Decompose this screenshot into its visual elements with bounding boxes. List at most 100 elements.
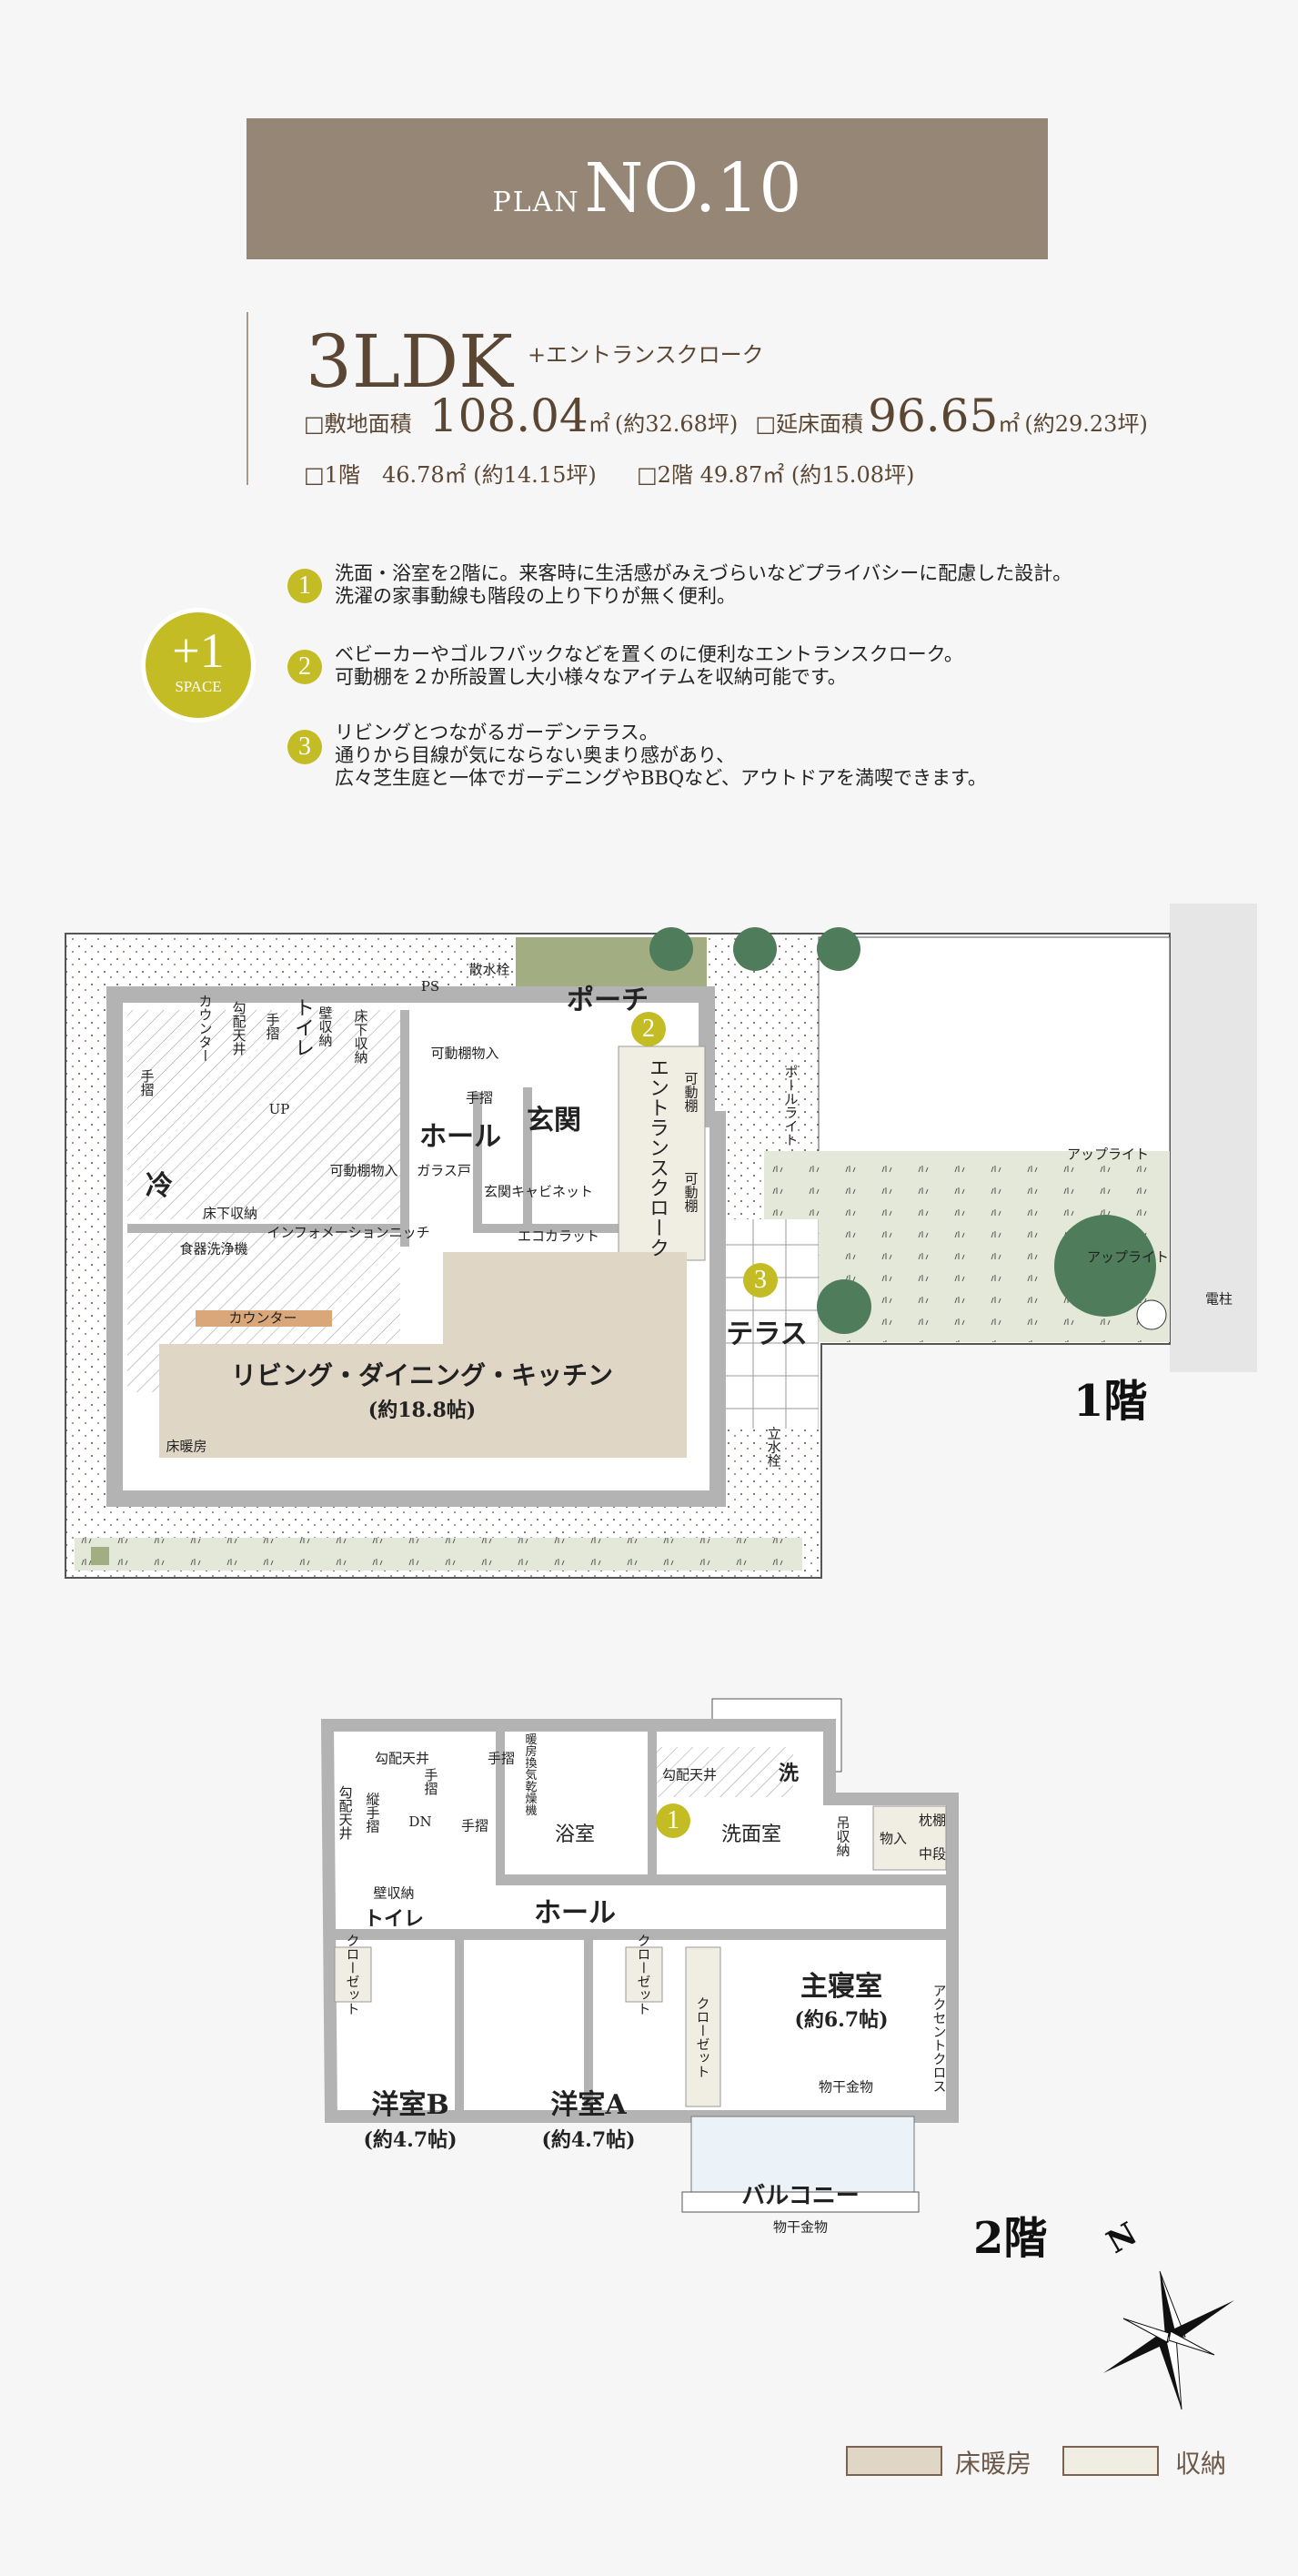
room-terrace: テラス [726,1318,808,1350]
closet: クローゼット [635,1934,652,2015]
floor-area-label: □延床面積 [755,411,864,437]
legend-swatch-floor-heating [846,2446,942,2476]
uplight: アップライト [1066,1146,1150,1163]
room-toilet-2f: トイレ [363,1907,425,1931]
underfloor-storage: 床下収納 [352,1009,369,1064]
room-toilet: トイレ [291,997,314,1057]
room-hall-2f: ホール [534,1897,616,1929]
closet-storage: 物入 [879,1830,908,1847]
area-line: □敷地面積 108.04㎡ (約32.68坪) □延床面積 96.65㎡ (約2… [304,389,1148,442]
vertical-handrail: 縦手摺 [364,1792,381,1834]
ps: PS [420,978,440,995]
shelf-top: 枕棚 [918,1812,947,1829]
faucet: 立水栓 [765,1426,782,1468]
drying-hardware: 物干金物 [772,2218,829,2236]
site-area-tsubo: (約32.68坪) [614,411,739,437]
shelf: 可動棚 [682,1171,699,1213]
room-washroom: 洗面室 [720,1823,782,1846]
shelf: 可動棚 [682,1071,699,1113]
feature-number: 1 [287,569,322,603]
fridge: 冷 [146,1170,173,1202]
floor-area-tsubo: (約29.23坪) [1024,411,1148,437]
wall-storage: 壁収納 [317,1005,334,1047]
road-strip [1170,904,1257,1372]
feature-line: 洗面・浴室を2階に。来客時に生活感がみえづらいなどプライバシーに配慮した設計。 [335,562,1072,584]
room-genkan: 玄関 [527,1105,581,1136]
info-niche: インフォメーションニッチ [267,1224,430,1241]
slope-ceiling: 勾配天井 [374,1750,430,1767]
wall-storage: 壁収納 [373,1884,415,1902]
badge-label: SPACE [175,678,222,695]
stairs-down: DN [408,1813,432,1830]
uplight: アップライト [1086,1248,1170,1266]
handrail: 手摺 [138,1069,156,1096]
layout-type: 3LDK [306,319,513,404]
marker-1: 1 [656,1803,690,1838]
marker-2: 2 [631,1012,666,1046]
compass-rose [1103,2270,1234,2410]
feature-3: リビングとつながるガーデンテラス。通りから目線が気にならない奥まり感があり、広々… [335,722,987,790]
room-balcony: バルコニー [741,2182,860,2210]
handrail: 手摺 [460,1817,489,1834]
room-entrance-cloak: エントランスクローク [646,1057,669,1258]
storage: 可動棚物入 [329,1162,398,1179]
underfloor-storage: 床下収納 [202,1205,258,1222]
shelf-middle: 中段 [918,1845,947,1863]
floor2-area: □2階 49.87㎡ (約15.08坪) [637,462,915,488]
accent-wall: アクセントクロス [931,1984,948,2093]
room-porch: ポーチ [567,985,649,1016]
plan-number: NO.10 [584,149,802,227]
room-b-size: (約4.7帖) [363,2128,458,2152]
room-a-size: (約4.7帖) [541,2128,636,2152]
floor-heating-note: 床暖房 [166,1438,207,1455]
room-master-size: (約6.7帖) [794,2008,889,2032]
plus-one-space-badge: +1 SPACE [141,608,256,722]
ecocarat: エコカラット [517,1227,600,1245]
room-master: 主寝室 [800,1971,882,2003]
slope-ceiling: 勾配天井 [230,1001,247,1056]
floor1-area: □1階 46.78㎡ (約14.15坪) [304,462,597,488]
feature-line: 洗濯の家事動線も階段の上り下りが無く便利。 [335,585,736,607]
marker-3: 3 [743,1263,778,1298]
washer: 洗 [778,1762,800,1785]
feature-line: 広々芝生庭と一体でガーデニングやBBQなど、アウトドアを満喫できます。 [335,767,987,789]
legend-floor-heating: 床暖房 [955,2449,1032,2479]
plan-prefix: PLAN [492,187,580,218]
handrail: 手摺 [422,1768,439,1795]
legend-storage: 収納 [1175,2449,1227,2479]
floor2-plan [320,1698,959,2213]
closet: クローゼット [344,1934,361,2015]
room-ldk: リビング・ダイニング・キッチン [230,1360,614,1390]
legend-swatch-storage [1062,2446,1159,2476]
counter: カウンター [196,994,214,1063]
unit: ㎡ [998,411,1021,437]
slope-ceiling: 勾配天井 [337,1785,354,1840]
site-area-label: □敷地面積 [304,411,412,437]
glass-door: ガラス戸 [417,1162,471,1179]
feature-1: 洗面・浴室を2階に。来客時に生活感がみえづらいなどプライバシーに配慮した設計。洗… [335,562,1072,608]
pole-light: ポールライト [782,1065,800,1147]
bath-dryer: 暖房換気乾燥機 [522,1732,537,1816]
unit: ㎡ [588,411,610,437]
feature-line: 通りから目線が気にならない奥まり感があり、 [335,744,736,766]
feature-line: リビングとつながるガーデンテラス。 [335,722,659,743]
floor2-title: 2階 [973,2213,1048,2264]
storage: 可動棚物入 [430,1045,499,1062]
badge-plus: +1 [172,623,225,678]
room-hall: ホール [419,1121,501,1153]
slope-ceiling: 勾配天井 [661,1766,718,1783]
drying-hardware: 物干金物 [818,2078,874,2096]
utility-pole: 電柱 [1204,1290,1233,1308]
entrance-cabinet: 玄関キャビネット [483,1183,594,1200]
floor1-title: 1階 [1073,1376,1148,1427]
plan-header: PLAN NO.10 [247,118,1048,259]
handrail: 手摺 [487,1750,516,1767]
room-ldk-size: (約18.8帖) [367,1399,477,1422]
room-b: 洋室B [371,2089,449,2121]
feature-number: 2 [287,650,322,684]
floor-area-value: 96.65 [868,389,999,442]
dishwasher: 食器洗浄機 [179,1240,248,1258]
floor1-plan [65,904,1257,1579]
